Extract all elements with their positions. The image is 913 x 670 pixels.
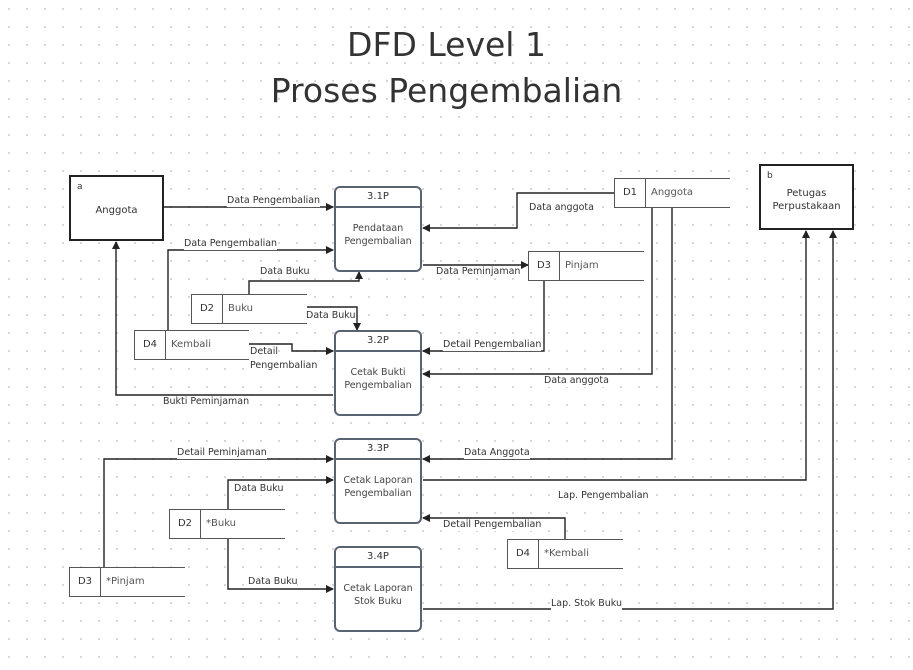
flow-label-detail-peminjaman: Detail Peminjaman	[177, 447, 267, 459]
flow-label-detail-pengembalian-2: Detail Pengembalian	[443, 339, 542, 351]
flow-d4-to-p31	[167, 246, 334, 330]
store-d4-name: Kembali	[171, 339, 211, 350]
process-3-4-name-1: Cetak Laporan	[343, 583, 413, 594]
process-3-3-name-1: Cetak Laporan	[343, 475, 413, 486]
flow-label-data-pengembalian-1: Data Pengembalian	[227, 195, 321, 207]
flow-label-data-anggota-3: Data Anggota	[464, 447, 530, 459]
entity-petugas-label-2: Perpustakaan	[772, 201, 841, 212]
diagram-title-line2: Proses Pengembalian	[270, 71, 623, 110]
flow-label-bukti-peminjaman: Bukti Peminjaman	[163, 396, 250, 408]
diagram-title-line1: DFD Level 1	[347, 25, 546, 64]
flow-d2b-to-p33	[227, 476, 334, 509]
flow-p34-to-petugas	[423, 230, 837, 610]
flow-label-lap-stok-buku: Lap. Stok Buku	[551, 598, 623, 610]
flow-d1-to-p33	[422, 208, 673, 463]
flow-label-data-buku-2: Data Buku	[306, 310, 356, 322]
process-3-1-name-1: Pendataan	[352, 223, 404, 234]
entity-anggota-label: Anggota	[95, 205, 138, 216]
process-3-3-name-2: Pengembalian	[344, 488, 412, 499]
store-d1-anggota: D1 Anggota	[614, 178, 730, 208]
store-d3-name: Pinjam	[565, 260, 599, 271]
store-d1-id: D1	[615, 179, 646, 207]
flow-d2-to-p31	[248, 271, 363, 294]
flow-label-lap-pengembalian: Lap. Pengembalian	[558, 490, 649, 502]
process-3-4-id: 3.4P	[336, 548, 420, 568]
flow-d1-to-p31	[422, 192, 614, 232]
store-d1-name: Anggota	[651, 187, 694, 198]
flow-label-data-peminjaman: Data Peminjaman	[436, 266, 521, 278]
store-d4-kembali-copy: D4 *Kembali	[507, 539, 623, 569]
store-d2-name: Buku	[228, 303, 254, 314]
process-3-4-name-2: Stok Buku	[354, 596, 402, 607]
store-d2b-name: *Buku	[206, 518, 237, 529]
process-3-1-id: 3.1P	[336, 188, 420, 208]
flow-label-data-buku-3: Data Buku	[234, 483, 284, 495]
store-d2b-id: D2	[170, 510, 201, 538]
flow-d3b-to-p33	[103, 455, 334, 567]
flow-d3-to-p32	[422, 280, 545, 355]
entity-anggota: a Anggota	[69, 175, 164, 241]
store-d2-buku: D2 Buku	[191, 294, 307, 324]
process-3-2-name-2: Pengembalian	[344, 380, 412, 391]
process-3-2-name-1: Cetak Bukti	[350, 367, 406, 378]
store-d4b-id: D4	[508, 540, 539, 568]
flow-d2-to-p32	[307, 306, 361, 331]
store-d3b-id: D3	[70, 568, 101, 596]
flow-label-data-anggota-2: Data anggota	[544, 375, 609, 387]
flow-label-detail-pengembalian-3: Detail Pengembalian	[443, 519, 542, 531]
flow-p33-to-petugas	[423, 230, 810, 481]
flow-d2b-to-p34	[227, 538, 334, 593]
flow-label-data-buku-1: Data Buku	[260, 266, 310, 278]
flow-label-data-pengembalian-2: Data Pengembalian	[184, 238, 278, 250]
store-d4-id: D4	[135, 331, 166, 359]
store-d3-pinjam: D3 Pinjam	[528, 251, 644, 281]
flow-label-detail-pengembalian-1b: Pengembalian	[250, 360, 318, 372]
store-d4b-name: *Kembali	[544, 548, 589, 559]
flow-d4b-to-p33	[422, 514, 566, 539]
store-d3-id: D3	[529, 252, 560, 280]
store-d2-buku-copy: D2 *Buku	[169, 509, 285, 539]
flow-p32-to-anggota	[112, 241, 333, 396]
flow-label-detail-pengembalian-1a: Detail	[250, 346, 278, 358]
flow-d1-to-p32	[422, 208, 653, 378]
flow-label-data-buku-4: Data Buku	[248, 576, 298, 588]
entity-petugas: b Petugas Perpustakaan	[759, 164, 854, 230]
entity-petugas-label-1: Petugas	[786, 188, 827, 199]
process-3-3-id: 3.3P	[336, 440, 420, 460]
store-d2-id: D2	[192, 295, 223, 323]
process-3-2-id: 3.2P	[336, 332, 420, 352]
entity-petugas-id: b	[767, 171, 773, 181]
flow-label-data-anggota-1: Data anggota	[529, 202, 594, 214]
store-d3-pinjam-copy: D3 *Pinjam	[69, 567, 185, 597]
store-d3b-name: *Pinjam	[106, 576, 145, 587]
process-3-1-name-2: Pengembalian	[344, 236, 412, 247]
flow-d4-to-p32	[249, 343, 334, 355]
store-d4-kembali: D4 Kembali	[134, 330, 249, 360]
entity-anggota-id: a	[77, 182, 83, 192]
